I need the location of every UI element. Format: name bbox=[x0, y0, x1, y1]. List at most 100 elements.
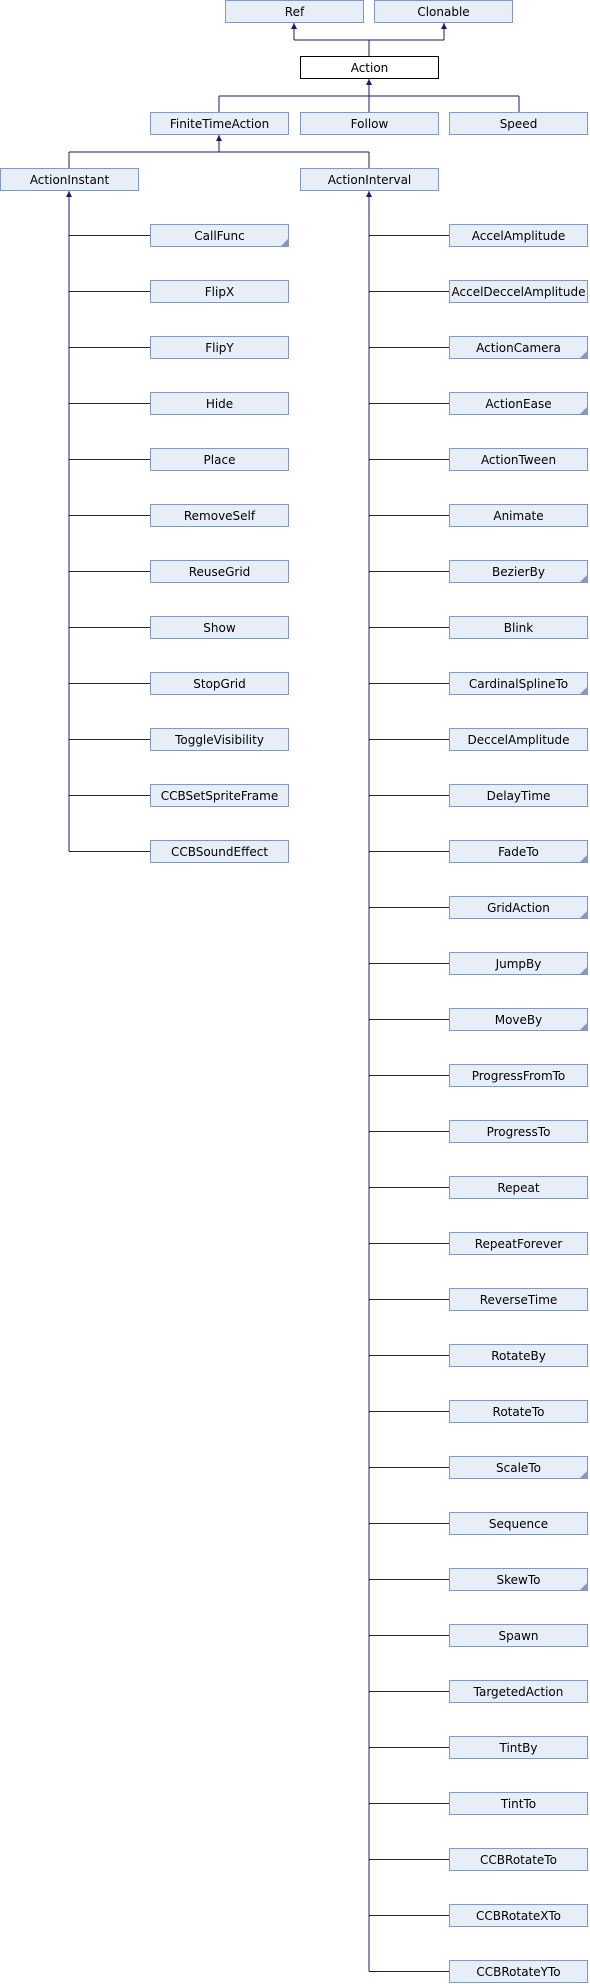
has-subclasses-corner-icon bbox=[580, 855, 587, 862]
node-show[interactable]: Show bbox=[150, 616, 289, 639]
node-scale-to[interactable]: ScaleTo bbox=[449, 1456, 588, 1479]
node-ref[interactable]: Ref bbox=[225, 0, 364, 23]
node-rotate-by[interactable]: RotateBy bbox=[449, 1344, 588, 1367]
node-sequence[interactable]: Sequence bbox=[449, 1512, 588, 1535]
node-deccel-amplitude[interactable]: DeccelAmplitude bbox=[449, 728, 588, 751]
node-follow[interactable]: Follow bbox=[300, 112, 439, 135]
node-ccbrotate-to[interactable]: CCBRotateTo bbox=[449, 1848, 588, 1871]
node-targeted-action[interactable]: TargetedAction bbox=[449, 1680, 588, 1703]
node-label: TargetedAction bbox=[473, 1684, 564, 1699]
node-label: ToggleVisibility bbox=[175, 732, 264, 747]
node-ccbset-sprite-frame[interactable]: CCBSetSpriteFrame bbox=[150, 784, 289, 807]
has-subclasses-corner-icon bbox=[580, 911, 587, 918]
node-skew-to[interactable]: SkewTo bbox=[449, 1568, 588, 1591]
inheritance-arrowhead bbox=[216, 135, 222, 141]
node-jump-by[interactable]: JumpBy bbox=[449, 952, 588, 975]
node-spawn[interactable]: Spawn bbox=[449, 1624, 588, 1647]
node-action-tween[interactable]: ActionTween bbox=[449, 448, 588, 471]
inheritance-arrowhead bbox=[441, 23, 447, 29]
node-label: MoveBy bbox=[494, 1012, 543, 1027]
node-label: Place bbox=[203, 452, 236, 467]
node-place[interactable]: Place bbox=[150, 448, 289, 471]
node-speed[interactable]: Speed bbox=[449, 112, 588, 135]
node-ccbsound-effect[interactable]: CCBSoundEffect bbox=[150, 840, 289, 863]
node-label: FadeTo bbox=[498, 844, 539, 859]
node-label: DeccelAmplitude bbox=[467, 732, 570, 747]
node-label: RemoveSelf bbox=[183, 508, 256, 523]
has-subclasses-corner-icon bbox=[580, 1023, 587, 1030]
node-label: FlipX bbox=[204, 284, 235, 299]
node-reuse-grid[interactable]: ReuseGrid bbox=[150, 560, 289, 583]
node-label: Hide bbox=[205, 396, 234, 411]
inheritance-arrowhead bbox=[291, 23, 297, 29]
node-stop-grid[interactable]: StopGrid bbox=[150, 672, 289, 695]
node-hide[interactable]: Hide bbox=[150, 392, 289, 415]
node-fade-to[interactable]: FadeTo bbox=[449, 840, 588, 863]
node-finite-time-action[interactable]: FiniteTimeAction bbox=[150, 112, 289, 135]
node-label: Spawn bbox=[498, 1628, 539, 1643]
has-subclasses-corner-icon bbox=[580, 1583, 587, 1590]
node-label: DelayTime bbox=[486, 788, 551, 803]
node-progress-from-to[interactable]: ProgressFromTo bbox=[449, 1064, 588, 1087]
node-remove-self[interactable]: RemoveSelf bbox=[150, 504, 289, 527]
has-subclasses-corner-icon bbox=[281, 239, 288, 246]
node-delay-time[interactable]: DelayTime bbox=[449, 784, 588, 807]
node-ccbrotate-yto[interactable]: CCBRotateYTo bbox=[449, 1960, 588, 1983]
node-label: CCBRotateTo bbox=[480, 1852, 557, 1867]
node-blink[interactable]: Blink bbox=[449, 616, 588, 639]
node-rotate-to[interactable]: RotateTo bbox=[449, 1400, 588, 1423]
has-subclasses-corner-icon bbox=[580, 1471, 587, 1478]
node-clonable[interactable]: Clonable bbox=[374, 0, 513, 23]
node-action-ease[interactable]: ActionEase bbox=[449, 392, 588, 415]
node-label: SkewTo bbox=[496, 1572, 541, 1587]
node-flip-y[interactable]: FlipY bbox=[150, 336, 289, 359]
node-label: ActionCamera bbox=[476, 340, 561, 355]
node-accel-deccel-amplitude[interactable]: AccelDeccelAmplitude bbox=[449, 280, 588, 303]
node-label: GridAction bbox=[487, 900, 550, 915]
node-label: CCBSoundEffect bbox=[170, 844, 269, 859]
node-animate[interactable]: Animate bbox=[449, 504, 588, 527]
has-subclasses-corner-icon bbox=[580, 967, 587, 974]
node-label: RotateBy bbox=[491, 1348, 546, 1363]
node-action: Action bbox=[300, 56, 439, 79]
has-subclasses-corner-icon bbox=[580, 351, 587, 358]
node-label: ActionTween bbox=[480, 452, 557, 467]
node-label: CCBRotateXTo bbox=[476, 1908, 561, 1923]
inheritance-arrowhead bbox=[66, 191, 72, 197]
node-label: TintTo bbox=[500, 1796, 537, 1811]
node-accel-amplitude[interactable]: AccelAmplitude bbox=[449, 224, 588, 247]
has-subclasses-corner-icon bbox=[580, 687, 587, 694]
node-grid-action[interactable]: GridAction bbox=[449, 896, 588, 919]
node-label: Repeat bbox=[497, 1180, 540, 1195]
node-action-interval[interactable]: ActionInterval bbox=[300, 168, 439, 191]
node-label: ReuseGrid bbox=[188, 564, 251, 579]
inheritance-arrowhead bbox=[366, 191, 372, 197]
node-ccbrotate-xto[interactable]: CCBRotateXTo bbox=[449, 1904, 588, 1927]
node-label: BezierBy bbox=[492, 564, 545, 579]
node-progress-to[interactable]: ProgressTo bbox=[449, 1120, 588, 1143]
node-action-camera[interactable]: ActionCamera bbox=[449, 336, 588, 359]
node-bezier-by[interactable]: BezierBy bbox=[449, 560, 588, 583]
node-label: AccelDeccelAmplitude bbox=[451, 284, 586, 299]
node-tint-by[interactable]: TintBy bbox=[449, 1736, 588, 1759]
node-label: CCBRotateYTo bbox=[476, 1964, 561, 1979]
node-call-func[interactable]: CallFunc bbox=[150, 224, 289, 247]
node-repeat-forever[interactable]: RepeatForever bbox=[449, 1232, 588, 1255]
node-label: ProgressTo bbox=[486, 1124, 551, 1139]
node-tint-to[interactable]: TintTo bbox=[449, 1792, 588, 1815]
node-reverse-time[interactable]: ReverseTime bbox=[449, 1288, 588, 1311]
node-repeat[interactable]: Repeat bbox=[449, 1176, 588, 1199]
node-action-instant[interactable]: ActionInstant bbox=[0, 168, 139, 191]
node-label: Show bbox=[203, 620, 236, 635]
node-cardinal-spline-to[interactable]: CardinalSplineTo bbox=[449, 672, 588, 695]
has-subclasses-corner-icon bbox=[580, 575, 587, 582]
node-label: TintBy bbox=[499, 1740, 538, 1755]
node-move-by[interactable]: MoveBy bbox=[449, 1008, 588, 1031]
node-label: JumpBy bbox=[495, 956, 542, 971]
node-label: CCBSetSpriteFrame bbox=[160, 788, 279, 803]
node-label: ReverseTime bbox=[479, 1292, 558, 1307]
node-label: CallFunc bbox=[194, 228, 245, 243]
node-flip-x[interactable]: FlipX bbox=[150, 280, 289, 303]
node-toggle-visibility[interactable]: ToggleVisibility bbox=[150, 728, 289, 751]
